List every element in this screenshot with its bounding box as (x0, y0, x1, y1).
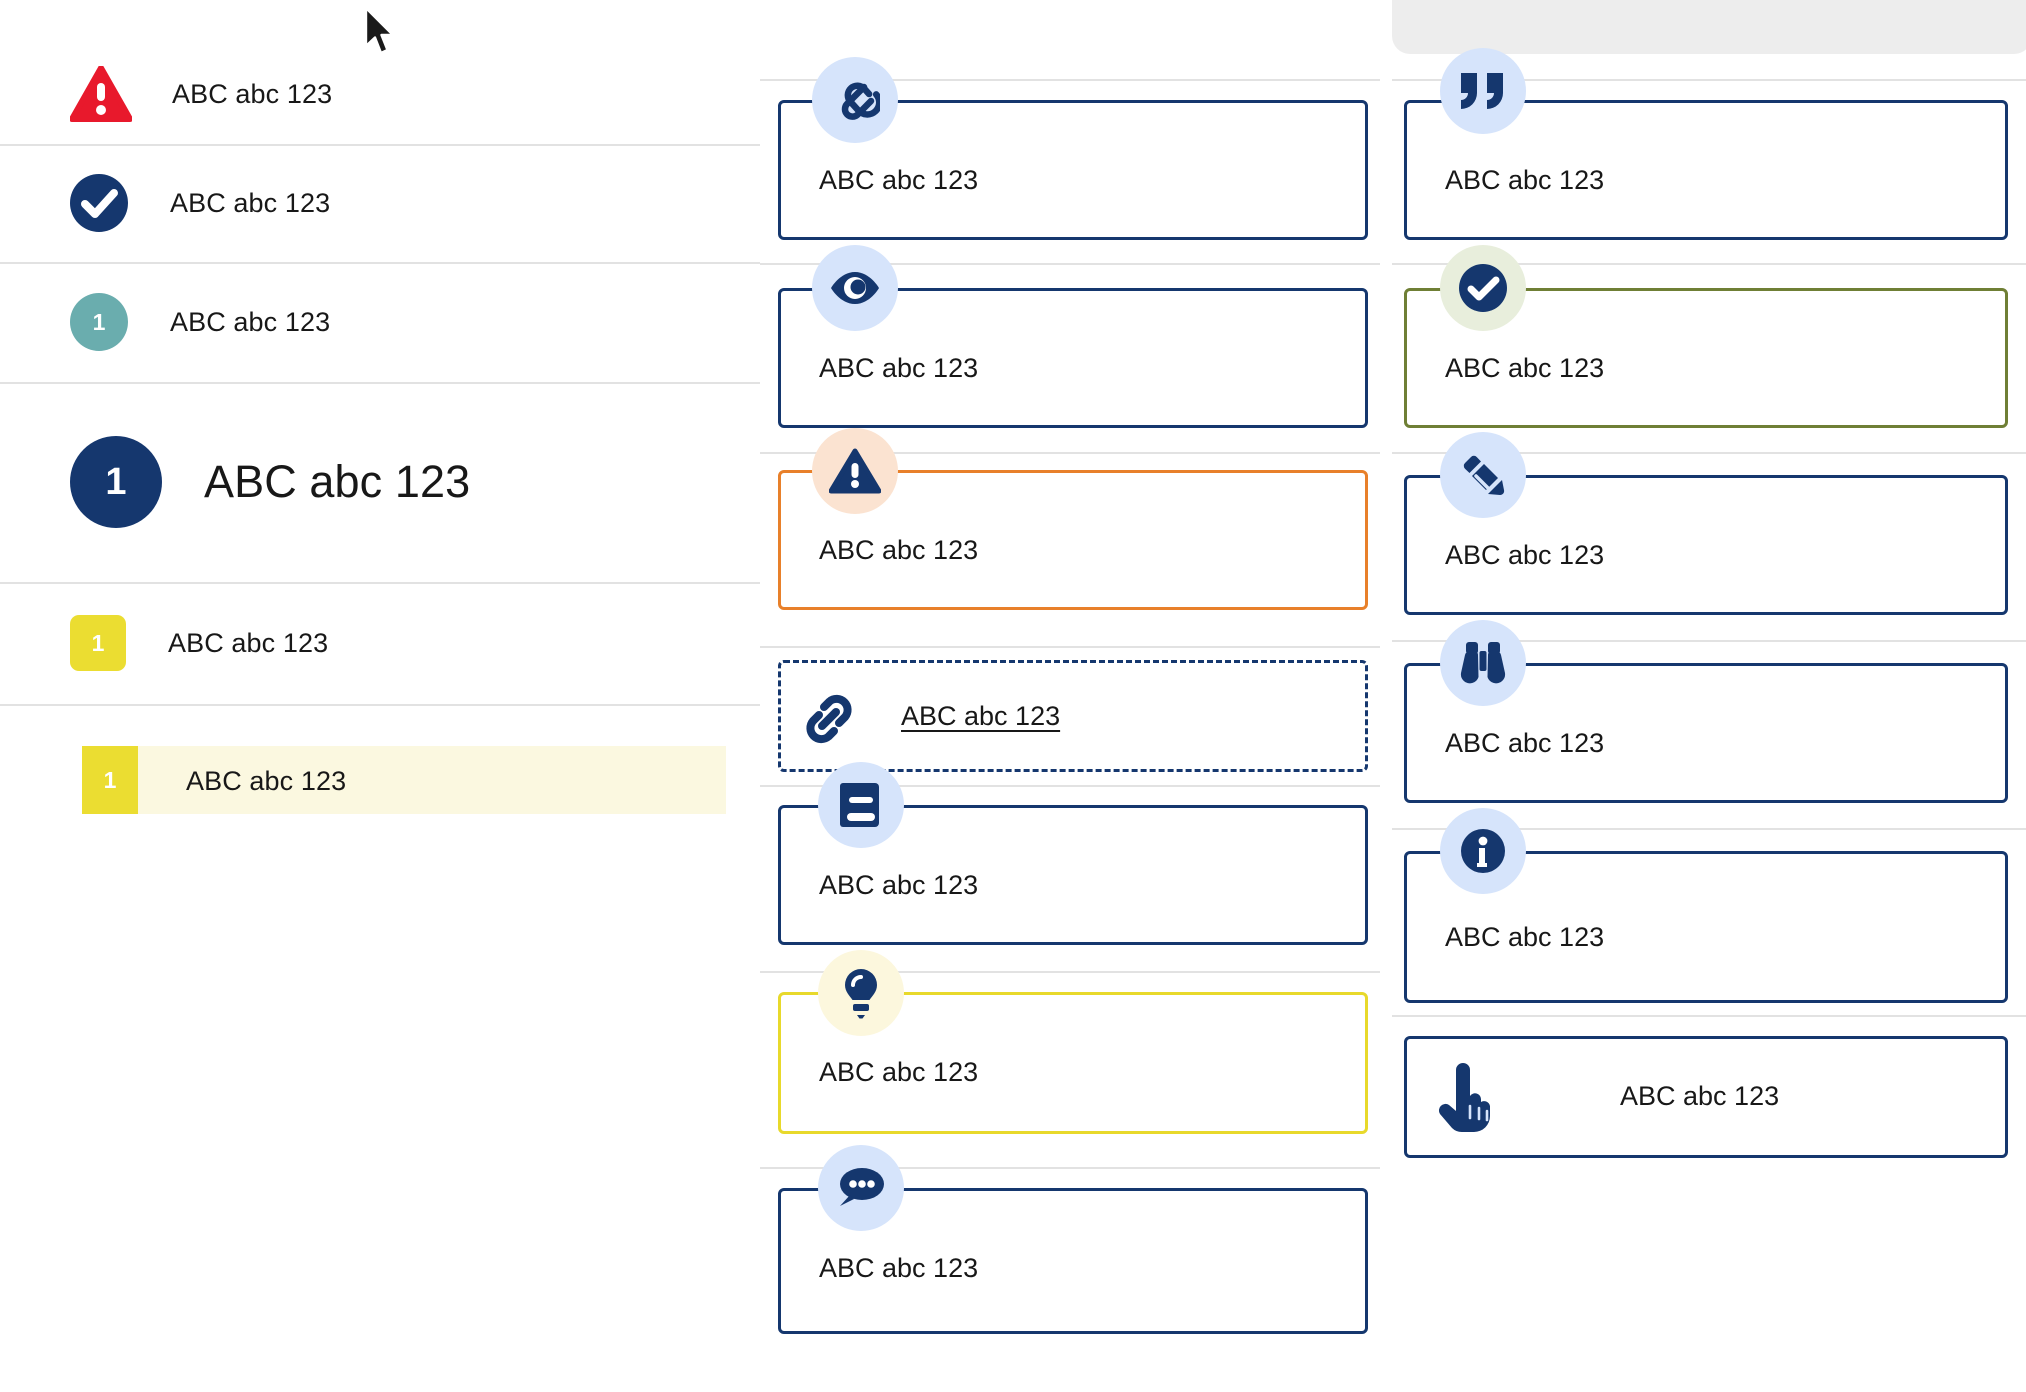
number-badge-navy-large: 1 (70, 436, 162, 528)
card-label: ABC abc 123 (1445, 353, 1605, 383)
row-divider (0, 144, 760, 146)
card-label: ABC abc 123 (819, 870, 979, 900)
eye-icon (812, 245, 898, 331)
badge-number: 1 (92, 308, 106, 335)
number-badge-teal: 1 (70, 293, 128, 351)
speech-bubble-icon (818, 1145, 904, 1231)
list-item[interactable]: 1 ABC abc 123 (0, 582, 760, 704)
card-link[interactable]: ABC abc 123 (778, 660, 1368, 772)
column-divider (760, 785, 1380, 787)
binoculars-icon (1440, 620, 1526, 706)
column-divider (760, 263, 1380, 265)
column-divider (1392, 79, 2026, 81)
column-divider (760, 79, 1380, 81)
card-label: ABC abc 123 (819, 535, 979, 565)
list-item-label: ABC abc 123 (186, 766, 347, 796)
list-item[interactable]: ABC abc 123 (0, 144, 760, 262)
list-item-label: ABC abc 123 (168, 627, 329, 658)
link-chain-icon (800, 690, 858, 753)
list-item-highlighted[interactable]: 1 ABC abc 123 (0, 704, 760, 854)
column-divider (1392, 263, 2026, 265)
column-divider (760, 452, 1380, 454)
number-badge-yellow-highlighted: 1 (82, 746, 138, 814)
row-divider (0, 262, 760, 264)
check-circle-icon (1440, 245, 1526, 331)
list-item[interactable]: ABC abc 123 (0, 44, 760, 144)
card-label: ABC abc 123 (819, 1057, 979, 1087)
card-label: ABC abc 123 (1620, 1081, 1780, 1111)
column-divider (760, 646, 1380, 648)
card-label: ABC abc 123 (819, 353, 979, 383)
row-highlight-background (82, 746, 726, 814)
book-icon (818, 762, 904, 848)
badge-number: 1 (103, 766, 117, 793)
card-label: ABC abc 123 (1445, 728, 1605, 758)
paperclip-icon (812, 57, 898, 143)
left-legend-column: ABC abc 123 ABC abc 123 1 ABC abc 123 (0, 0, 760, 1392)
number-badge-yellow: 1 (70, 615, 126, 671)
card-label: ABC abc 123 (1445, 540, 1605, 570)
column-divider (1392, 452, 2026, 454)
badge-number: 1 (91, 629, 105, 656)
warning-triangle-icon (69, 65, 133, 122)
top-panel-strip (1392, 0, 2026, 54)
column-divider (1392, 1015, 2026, 1017)
list-item-label: ABC abc 123 (172, 78, 333, 109)
list-item-label: ABC abc 123 (170, 306, 331, 337)
info-circle-icon (1440, 808, 1526, 894)
column-divider (760, 971, 1380, 973)
check-circle-icon (70, 174, 128, 232)
list-item-label: ABC abc 123 (170, 187, 331, 218)
card-label: ABC abc 123 (1445, 165, 1605, 195)
list-item-label: ABC abc 123 (204, 456, 471, 507)
card-label: ABC abc 123 (819, 165, 979, 195)
row-divider (0, 704, 760, 706)
card-comment[interactable]: ABC abc 123 (778, 1188, 1368, 1334)
quote-marks-icon (1440, 48, 1526, 134)
pencil-icon (1440, 432, 1526, 518)
row-divider (0, 382, 760, 384)
column-divider (1392, 640, 2026, 642)
pointing-hand-icon (1434, 1062, 1496, 1139)
list-item[interactable]: 1 ABC abc 123 (0, 262, 760, 382)
column-divider (760, 1167, 1380, 1169)
list-item-featured[interactable]: 1 ABC abc 123 (0, 382, 760, 582)
card-label: ABC abc 123 (819, 1253, 979, 1283)
lightbulb-icon (818, 950, 904, 1036)
card-label: ABC abc 123 (1445, 922, 1605, 952)
badge-number: 1 (105, 460, 127, 503)
warning-triangle-icon (812, 428, 898, 514)
column-divider (1392, 828, 2026, 830)
row-divider (0, 582, 760, 584)
card-click[interactable]: ABC abc 123 (1404, 1036, 2008, 1158)
card-link-label[interactable]: ABC abc 123 (901, 701, 1061, 731)
card-quote[interactable]: ABC abc 123 (1404, 100, 2008, 240)
